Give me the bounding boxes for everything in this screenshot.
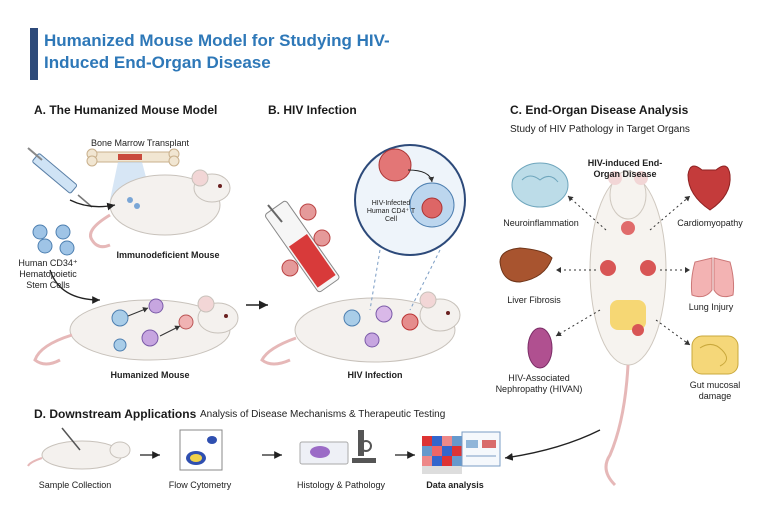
lungs-icon: [690, 257, 735, 298]
humanized-mouse-icon: [33, 295, 239, 366]
immunodeficient-mouse-icon: [89, 169, 231, 249]
hiv-syringe-icon: [265, 200, 340, 293]
humanized-mouse-label: Humanized Mouse: [110, 370, 190, 380]
panel-c-subheading: Study of HIV Pathology in Target Organs: [510, 124, 690, 135]
flow-label: Flow Cytometry: [168, 480, 232, 490]
kidney-icon: [527, 327, 553, 369]
heart-icon: [687, 165, 731, 211]
bone-marrow-label: Bone Marrow Transplant: [90, 138, 190, 148]
infected-cell-label: HIV-Infected Human CD4⁺ T Cell: [366, 200, 416, 223]
sample-mouse-icon: [27, 427, 131, 470]
panel-d-subheading: Analysis of Disease Mechanisms & Therape…: [200, 409, 446, 420]
flow-plot-icon: [179, 429, 223, 471]
panel-b-heading: B. HIV Infection: [268, 103, 357, 117]
dashboard-icon: [461, 431, 501, 467]
panel-d-heading: D. Downstream Applications: [34, 407, 197, 421]
brain-icon: [511, 162, 569, 208]
histology-icon: [299, 441, 349, 465]
central-mouse-icon: [589, 170, 667, 487]
connector-arrows: [555, 195, 691, 346]
data-label: Data analysis: [426, 480, 484, 490]
heatmap-icon: [422, 436, 462, 474]
neuro-label: Neuroinflammation: [503, 218, 579, 228]
center-label: HIV-induced End-Organ Disease: [587, 158, 663, 179]
microscope-icon: [352, 430, 376, 463]
stem-cells-label: Human CD34⁺ Hematopoietic Stem Cells: [18, 258, 78, 290]
gut-icon: [691, 335, 739, 375]
panel-a-heading: A. The Humanized Mouse Model: [34, 103, 218, 117]
stem-cells-icon: [32, 224, 75, 256]
hiv-virus-icon: [281, 203, 331, 277]
liver-label: Liver Fibrosis: [507, 295, 561, 305]
title-accent-bar: [30, 28, 38, 80]
panel-c-heading: C. End-Organ Disease Analysis: [510, 103, 689, 117]
syringe-icon: [27, 147, 93, 208]
immunodeficient-mouse-label: Immunodeficient Mouse: [116, 250, 220, 260]
sample-label: Sample Collection: [38, 480, 112, 490]
kidney-label: HIV-Associated Nephropathy (HIVAN): [495, 373, 583, 394]
gut-label: Gut mucosal damage: [689, 380, 741, 401]
hiv-infection-label: HIV Infection: [347, 370, 403, 380]
infected-mouse-icon: [260, 291, 461, 366]
histo-label: Histology & Pathology: [296, 480, 386, 490]
lung-label: Lung Injury: [688, 302, 734, 312]
infected-cell-zoom-icon: [354, 144, 466, 311]
liver-icon: [499, 247, 553, 283]
cardio-label: Cardiomyopathy: [677, 218, 743, 228]
figure-title: Humanized Mouse Model for Studying HIV-I…: [44, 31, 390, 72]
